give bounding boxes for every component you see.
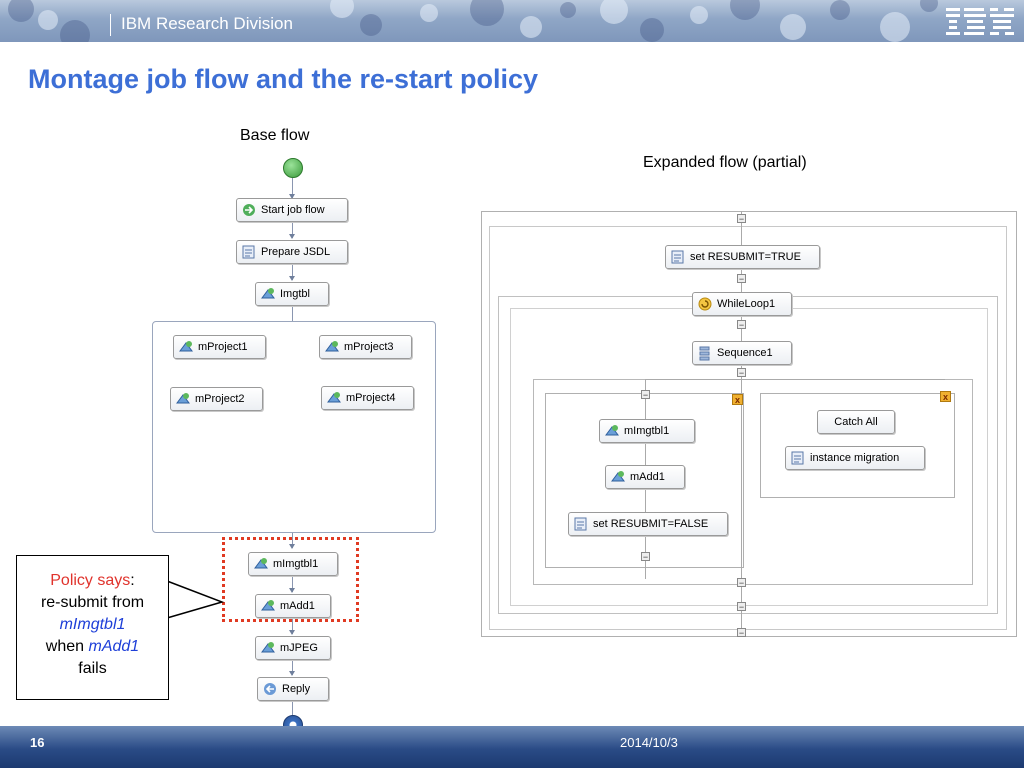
- catch-scope-frame: [760, 393, 955, 498]
- collapse-toggle[interactable]: −: [737, 274, 746, 284]
- node-catch-all[interactable]: Catch All: [817, 410, 895, 434]
- ibm-logo: [946, 8, 1014, 35]
- policy-when: when: [45, 638, 85, 655]
- node-set-resubmit-true[interactable]: set RESUBMIT=TRUE: [665, 245, 820, 269]
- node-set-resubmit-false[interactable]: set RESUBMIT=FALSE: [568, 512, 728, 536]
- invoke-icon: [260, 640, 276, 656]
- expanded-flow-label: Expanded flow (partial): [643, 154, 807, 171]
- reply-icon: [262, 681, 278, 697]
- node-whileloop1[interactable]: WhileLoop1: [692, 292, 792, 316]
- restart-scope-highlight: [222, 537, 359, 622]
- scope-frame: [489, 226, 1007, 630]
- node-mjpeg[interactable]: mJPEG: [255, 636, 331, 660]
- node-sequence1[interactable]: Sequence1: [692, 341, 792, 365]
- policy-target: mImgtbl1: [59, 616, 126, 633]
- assign-icon: [670, 249, 686, 265]
- policy-says-label: Policy says: [50, 572, 131, 589]
- node-madd1[interactable]: mAdd1: [255, 594, 331, 618]
- policy-fails: fails: [78, 660, 107, 677]
- invoke-icon: [178, 339, 194, 355]
- remove-branch-icon[interactable]: x: [732, 394, 743, 405]
- header-division: IBM Research Division: [121, 14, 293, 33]
- collapse-toggle[interactable]: −: [641, 390, 650, 400]
- slide-title: Montage job flow and the re-start policy: [28, 64, 539, 94]
- sequence-icon: [697, 345, 713, 361]
- collapse-toggle[interactable]: −: [641, 552, 650, 562]
- invoke-icon: [604, 423, 620, 439]
- invoke-icon: [326, 390, 342, 406]
- footer-date: 2014/10/3: [620, 735, 678, 750]
- base-flow-label: Base flow: [240, 127, 310, 144]
- remove-branch-icon[interactable]: x: [940, 391, 951, 402]
- node-mimgtbl1[interactable]: mImgtbl1: [248, 552, 338, 576]
- policy-callout: Policy says: re-submit from mImgtbl1 whe…: [16, 555, 169, 700]
- receive-icon: [241, 202, 257, 218]
- policy-resubmit-text: re-submit from: [40, 594, 145, 611]
- outer-scope-frame: [481, 211, 1017, 637]
- node-mproject1[interactable]: mProject1: [173, 335, 266, 359]
- node-instance-migration[interactable]: instance migration: [785, 446, 925, 470]
- invoke-icon: [260, 286, 276, 302]
- footer-bar: [0, 726, 1024, 768]
- node-mproject2[interactable]: mProject2: [170, 387, 263, 411]
- header-bar: [0, 0, 1024, 42]
- invoke-icon: [175, 391, 191, 407]
- node-exp-madd1[interactable]: mAdd1: [605, 465, 685, 489]
- page-number: 16: [30, 735, 45, 750]
- invoke-icon: [610, 469, 626, 485]
- node-mproject3[interactable]: mProject3: [319, 335, 412, 359]
- collapse-toggle[interactable]: −: [737, 602, 746, 612]
- assign-icon: [790, 450, 806, 466]
- node-imgtbl[interactable]: Imgtbl: [255, 282, 329, 306]
- collapse-toggle[interactable]: −: [737, 214, 746, 224]
- start-node-icon: [283, 158, 303, 178]
- invoke-icon: [253, 556, 269, 572]
- header-separator: [110, 14, 111, 36]
- loop-icon: [697, 296, 713, 312]
- node-exp-mimgtbl1[interactable]: mImgtbl1: [599, 419, 695, 443]
- node-start-job-flow[interactable]: Start job flow: [236, 198, 348, 222]
- collapse-toggle[interactable]: −: [737, 578, 746, 588]
- callout-pointer: [166, 580, 225, 619]
- invoke-icon: [324, 339, 340, 355]
- node-reply[interactable]: Reply: [257, 677, 329, 701]
- node-mproject4[interactable]: mProject4: [321, 386, 414, 410]
- assign-icon: [241, 244, 257, 260]
- collapse-toggle[interactable]: −: [737, 368, 746, 378]
- policy-trigger: mAdd1: [88, 638, 140, 655]
- invoke-icon: [260, 598, 276, 614]
- collapse-toggle[interactable]: −: [737, 628, 746, 638]
- node-prepare-jsdl[interactable]: Prepare JSDL: [236, 240, 348, 264]
- assign-icon: [573, 516, 589, 532]
- policy-colon: :: [130, 572, 135, 589]
- collapse-toggle[interactable]: −: [737, 320, 746, 330]
